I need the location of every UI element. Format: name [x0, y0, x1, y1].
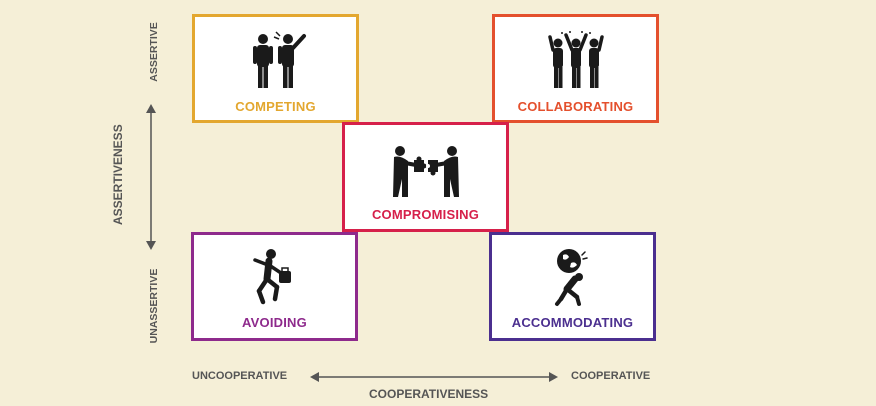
x-axis-title: COOPERATIVENESS	[369, 387, 489, 401]
mode-label-avoiding: AVOIDING	[242, 315, 307, 330]
mode-label-collaborating: COLLABORATING	[517, 99, 634, 114]
mode-label-competing: COMPETING	[235, 99, 316, 114]
puzzle-people-icon	[392, 146, 459, 197]
compromising-box: COMPROMISING	[342, 122, 509, 232]
x-axis-left-label: UNCOOPERATIVE	[192, 370, 288, 382]
y-axis-arrow	[146, 104, 156, 250]
y-axis-top-label: ASSERTIVE	[148, 22, 160, 82]
collaborating-box: COLLABORATING	[492, 14, 659, 123]
running-person-icon	[252, 249, 291, 305]
accommodating-box: ACCOMMODATING	[489, 232, 656, 341]
competing-box: COMPETING	[192, 14, 359, 123]
y-axis-bottom-label: UNASSERTIVE	[148, 268, 160, 344]
x-axis-right-label: COOPERATIVE	[571, 370, 651, 382]
mode-label-compromising: COMPROMISING	[371, 207, 480, 222]
mode-label-accommodating: ACCOMMODATING	[511, 315, 634, 330]
pointing-people-icon	[252, 31, 306, 88]
y-axis-title: ASSERTIVENESS	[111, 124, 125, 225]
cheering-group-icon	[547, 31, 604, 88]
x-axis-arrow	[310, 372, 558, 382]
carrying-globe-icon	[554, 249, 588, 306]
avoiding-box: AVOIDING	[191, 232, 358, 341]
